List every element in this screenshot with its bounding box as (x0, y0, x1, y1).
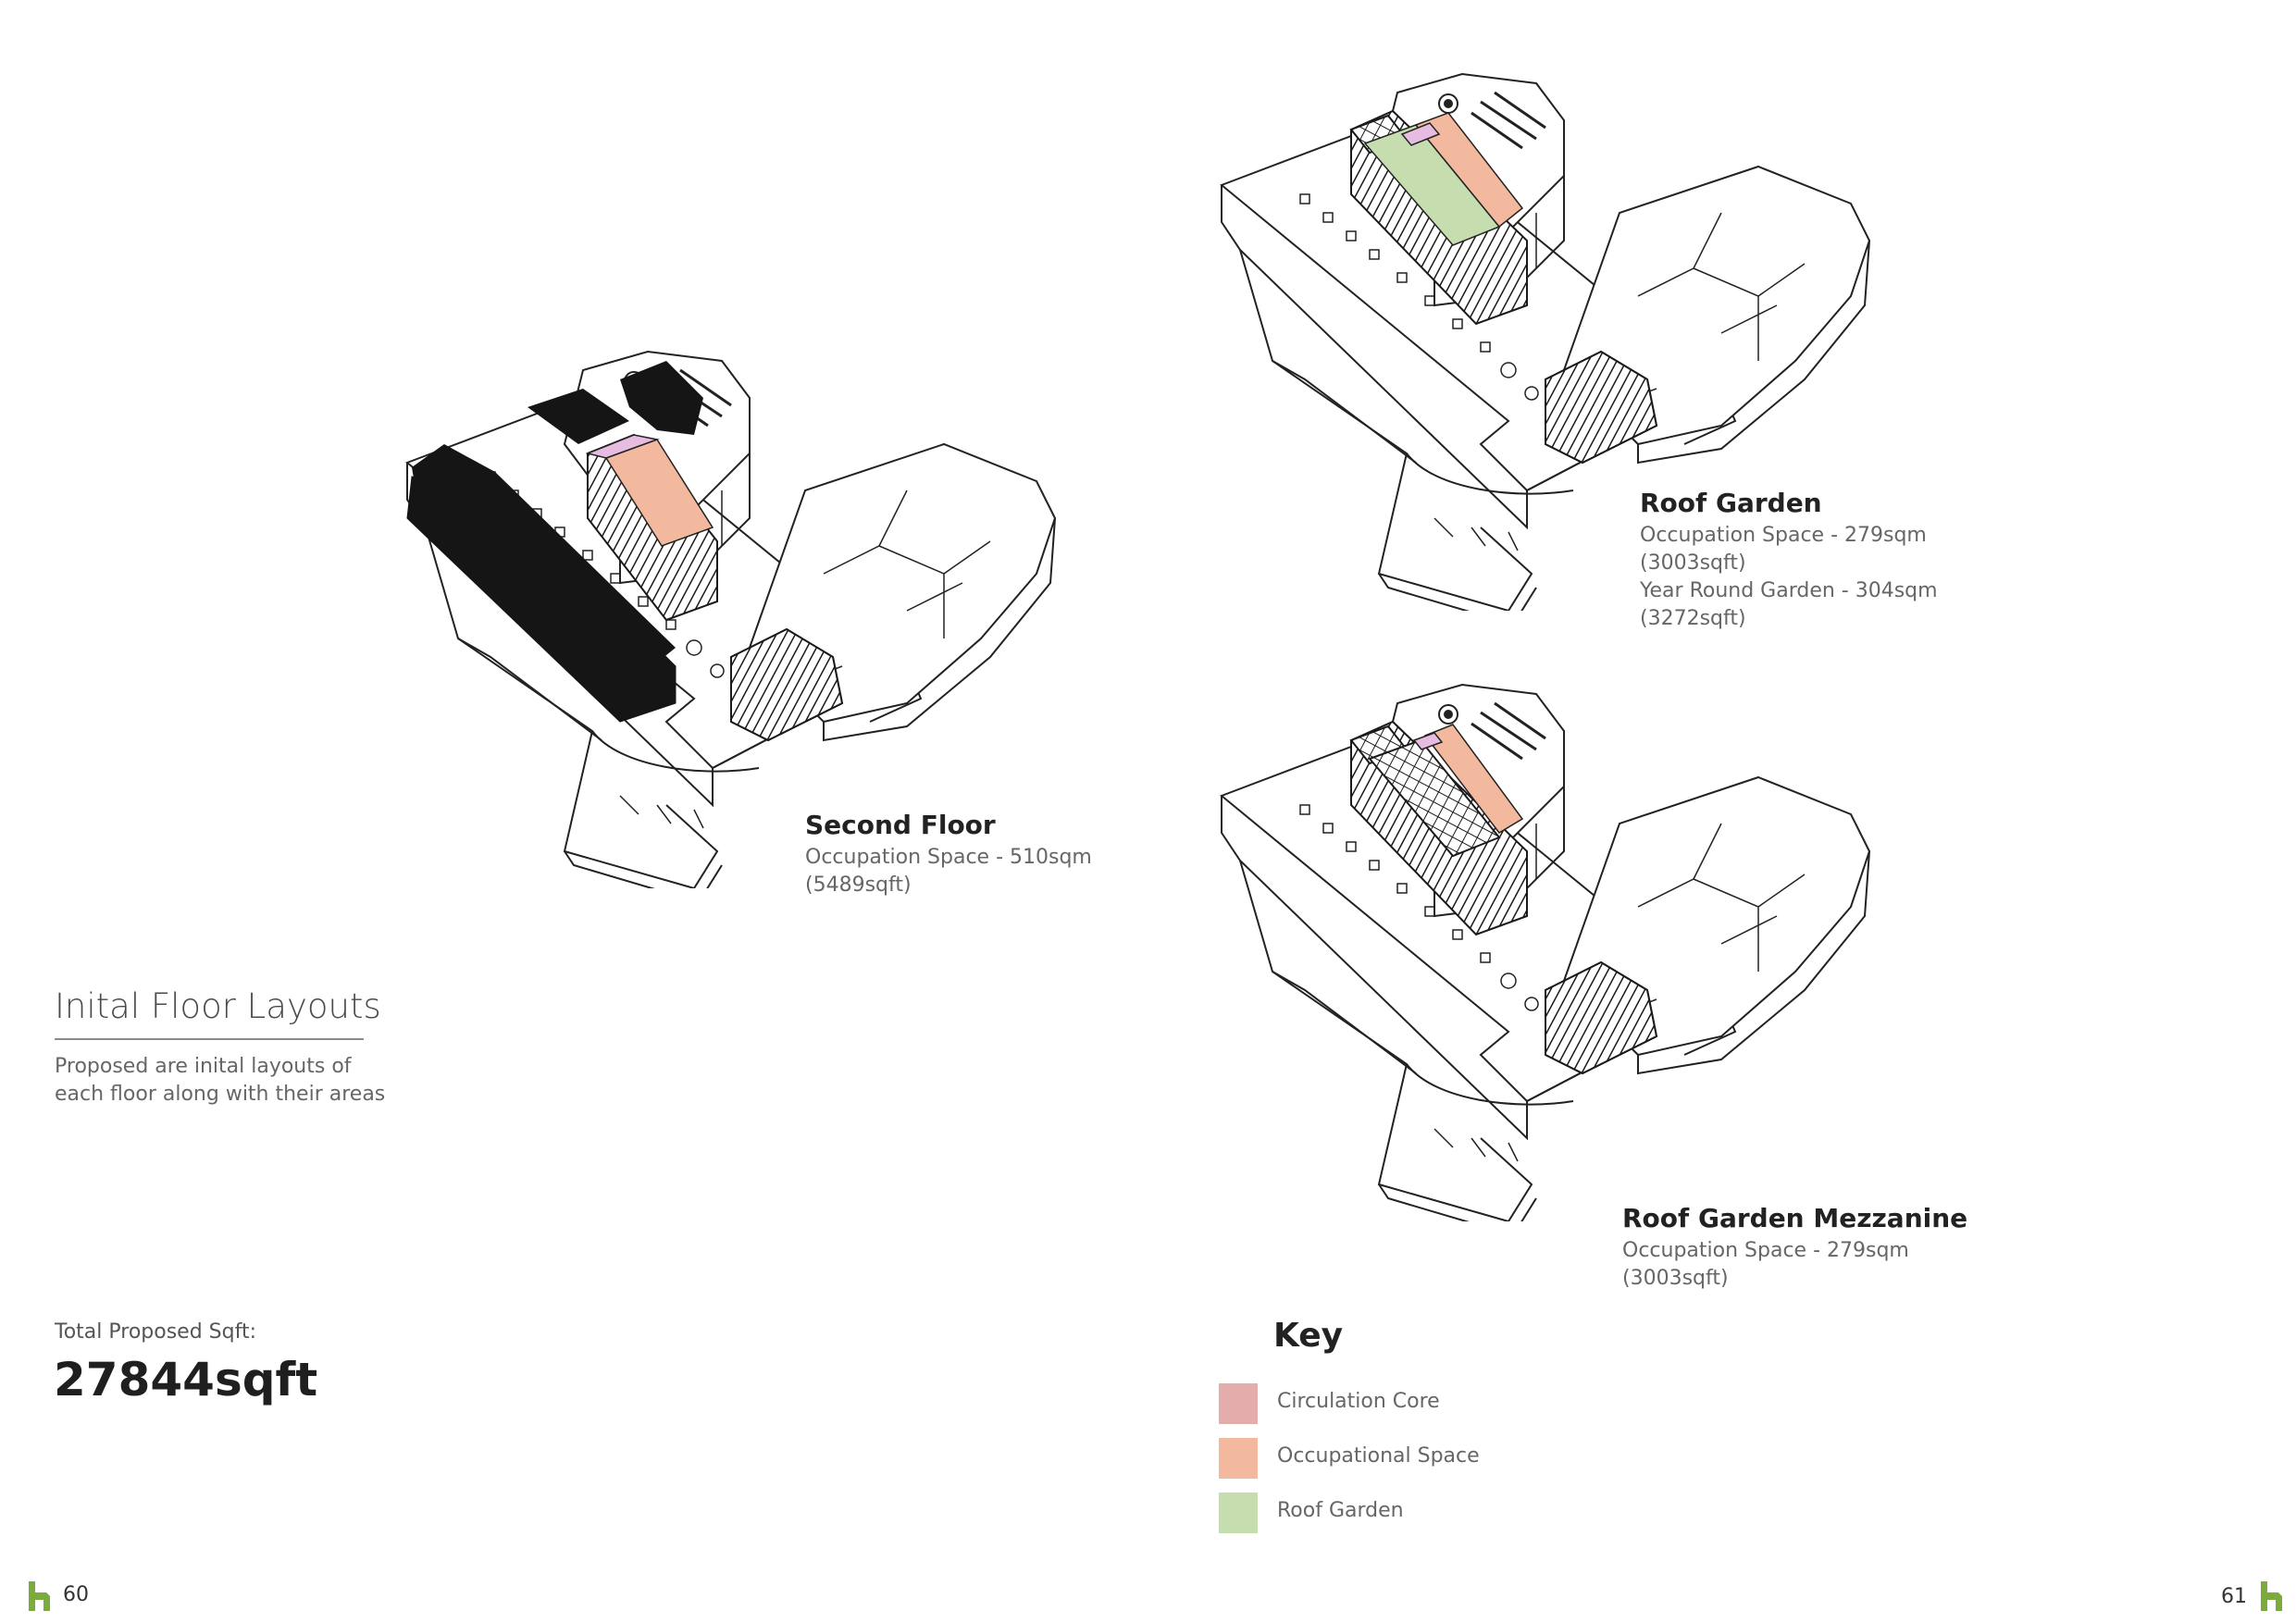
occupational-space-area (1414, 112, 1524, 229)
section-description: Proposed are inital layouts of each floo… (55, 1053, 406, 1109)
key-swatch-roof-garden (1219, 1493, 1258, 1533)
floor-detail: Occupation Space - 279sqm (1622, 1239, 1909, 1262)
massing-left-black-top (412, 444, 676, 685)
caption-second-floor: Second Floor Occupation Space - 510sqm (… (805, 810, 1092, 899)
total-sqft-value: 27844sqft (54, 1353, 318, 1406)
description-line: Proposed are inital layouts of (55, 1055, 352, 1078)
description-line: each floor along with their areas (55, 1083, 386, 1106)
floor-detail: (5489sqft) (805, 873, 912, 897)
key-swatch-occupational-space (1219, 1438, 1258, 1479)
floor-title: Second Floor (805, 810, 996, 840)
floor-detail: (3003sqft) (1640, 551, 1746, 575)
floor-detail: (3003sqft) (1622, 1267, 1729, 1290)
page-number-left: 60 (63, 1583, 89, 1606)
floor-detail: Occupation Space - 279sqm (1640, 524, 1927, 547)
page-number-right: 61 (2221, 1585, 2247, 1608)
brand-logo-icon (2261, 1581, 2282, 1611)
caption-roof-garden: Roof Garden Occupation Space - 279sqm (3… (1640, 488, 1938, 633)
massing-rear-black (527, 389, 629, 444)
massing-rear-black-2 (620, 361, 703, 435)
circulation-core-area (1400, 122, 1441, 146)
brand-logo-icon (29, 1581, 50, 1611)
section-title: Inital Floor Layouts (55, 986, 381, 1026)
key-label-roof-garden: Roof Garden (1277, 1499, 1404, 1522)
key-title: Key (1273, 1317, 1344, 1355)
floor-detail: (3272sqft) (1640, 607, 1746, 630)
axonometric-roof-garden (1220, 72, 1871, 611)
key-label-circulation-core: Circulation Core (1277, 1390, 1440, 1413)
axonometric-roof-garden-mezzanine (1220, 683, 1871, 1221)
axonometric-second-floor (405, 350, 1057, 888)
total-sqft-label: Total Proposed Sqft: (55, 1320, 256, 1344)
caption-roof-garden-mezzanine: Roof Garden Mezzanine Occupation Space -… (1622, 1203, 1967, 1293)
key-label-occupational-space: Occupational Space (1277, 1444, 1480, 1468)
occupational-space-area (1423, 724, 1524, 834)
floor-detail: Occupation Space - 510sqm (805, 846, 1092, 869)
circulation-core-area (1412, 732, 1444, 750)
floor-title: Roof Garden Mezzanine (1622, 1203, 1968, 1233)
floor-detail: Year Round Garden - 304sqm (1640, 579, 1938, 602)
floor-title: Roof Garden (1640, 488, 1822, 518)
key-swatch-circulation-core (1219, 1383, 1258, 1424)
circulation-core-area (585, 434, 660, 459)
title-divider (55, 1038, 364, 1040)
